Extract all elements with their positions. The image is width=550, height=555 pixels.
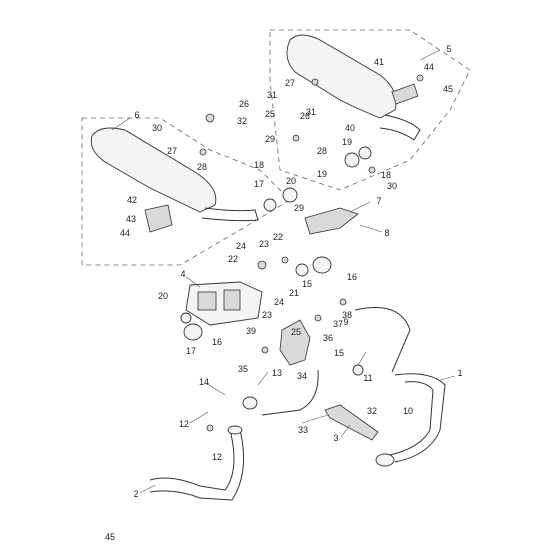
callout-label-19: 19 bbox=[317, 169, 327, 179]
sensor-lead-line bbox=[354, 307, 411, 373]
callout-label-18: 18 bbox=[254, 160, 264, 170]
callout-label-11: 11 bbox=[363, 373, 372, 383]
callout-label-10: 10 bbox=[403, 406, 413, 416]
callout-label-29: 29 bbox=[294, 203, 304, 213]
callout-label-24: 24 bbox=[274, 297, 284, 307]
callout-label-12: 12 bbox=[212, 452, 222, 462]
callout-label-21: 21 bbox=[289, 288, 299, 298]
callout-label-19: 19 bbox=[342, 137, 352, 147]
callout-label-31: 31 bbox=[267, 90, 277, 100]
callout-label-15: 15 bbox=[334, 348, 344, 358]
callout-label-1: 1 bbox=[457, 368, 462, 378]
leader-lines bbox=[111, 49, 456, 494]
group-outline-left-silencer bbox=[81, 117, 291, 266]
callout-label-25: 25 bbox=[265, 109, 275, 119]
hanger-bar-part bbox=[324, 404, 379, 441]
callout-label-23: 23 bbox=[259, 239, 269, 249]
callout-label-45: 45 bbox=[443, 84, 453, 94]
callout-label-2: 2 bbox=[133, 489, 138, 499]
callout-label-7: 7 bbox=[376, 196, 381, 206]
callout-label-4: 4 bbox=[180, 269, 185, 279]
clamps-and-gaskets bbox=[180, 146, 372, 410]
catalyst-box-part bbox=[185, 281, 263, 326]
callout-labels: 1234567891011121213141515161617171818191… bbox=[105, 44, 463, 542]
callout-label-20: 20 bbox=[158, 291, 168, 301]
callout-label-26: 26 bbox=[239, 99, 249, 109]
callout-label-29: 29 bbox=[265, 134, 275, 144]
callout-label-17: 17 bbox=[254, 179, 264, 189]
callout-label-36: 36 bbox=[323, 333, 333, 343]
right-silencer-part bbox=[286, 34, 421, 141]
callout-label-15: 15 bbox=[302, 279, 312, 289]
callout-label-20: 20 bbox=[286, 176, 296, 186]
callout-label-43: 43 bbox=[126, 214, 136, 224]
callout-label-35: 35 bbox=[238, 364, 248, 374]
callout-label-12: 12 bbox=[179, 419, 189, 429]
callout-label-41: 41 bbox=[374, 57, 384, 67]
callout-label-31: 31 bbox=[306, 107, 316, 117]
callout-label-32: 32 bbox=[367, 406, 377, 416]
callout-label-28: 28 bbox=[197, 162, 207, 172]
fasteners bbox=[199, 74, 424, 432]
callout-label-44: 44 bbox=[424, 62, 434, 72]
callout-label-40: 40 bbox=[345, 123, 355, 133]
callout-label-8: 8 bbox=[384, 228, 389, 238]
callout-label-25: 25 bbox=[291, 327, 301, 337]
callout-label-17: 17 bbox=[186, 346, 196, 356]
callout-label-3: 3 bbox=[333, 433, 338, 443]
callout-label-32: 32 bbox=[237, 116, 247, 126]
callout-label-38: 38 bbox=[342, 310, 352, 320]
callout-label-24: 24 bbox=[236, 241, 246, 251]
callout-label-34: 34 bbox=[297, 371, 307, 381]
callout-label-28: 28 bbox=[317, 146, 327, 156]
callout-label-5: 5 bbox=[446, 44, 451, 54]
lower-heat-shield-part bbox=[279, 319, 311, 366]
callout-label-22: 22 bbox=[273, 232, 283, 242]
callout-label-45: 45 bbox=[105, 532, 115, 542]
callout-label-27: 27 bbox=[167, 146, 177, 156]
callout-label-42: 42 bbox=[127, 195, 137, 205]
callout-label-23: 23 bbox=[262, 310, 272, 320]
callout-label-33: 33 bbox=[298, 425, 308, 435]
callout-label-27: 27 bbox=[285, 78, 295, 88]
callout-label-22: 22 bbox=[228, 254, 238, 264]
callout-label-30: 30 bbox=[152, 123, 162, 133]
callout-label-16: 16 bbox=[347, 272, 357, 282]
callout-label-39: 39 bbox=[246, 326, 256, 336]
callout-label-9: 9 bbox=[343, 317, 348, 327]
callout-label-30: 30 bbox=[387, 181, 397, 191]
callout-label-44: 44 bbox=[120, 228, 130, 238]
left-silencer-part bbox=[90, 127, 259, 233]
callout-label-18: 18 bbox=[381, 170, 391, 180]
heat-shield-part bbox=[304, 207, 359, 235]
callout-label-14: 14 bbox=[199, 377, 209, 387]
callout-label-37: 37 bbox=[333, 319, 343, 329]
sensor-lead-line-left bbox=[261, 369, 319, 416]
callout-label-13: 13 bbox=[272, 368, 282, 378]
callout-label-6: 6 bbox=[134, 110, 139, 120]
header-pipes bbox=[149, 373, 446, 501]
group-outline-right-silencer bbox=[269, 29, 471, 191]
callout-label-16: 16 bbox=[212, 337, 222, 347]
callout-label-26: 26 bbox=[300, 111, 310, 121]
